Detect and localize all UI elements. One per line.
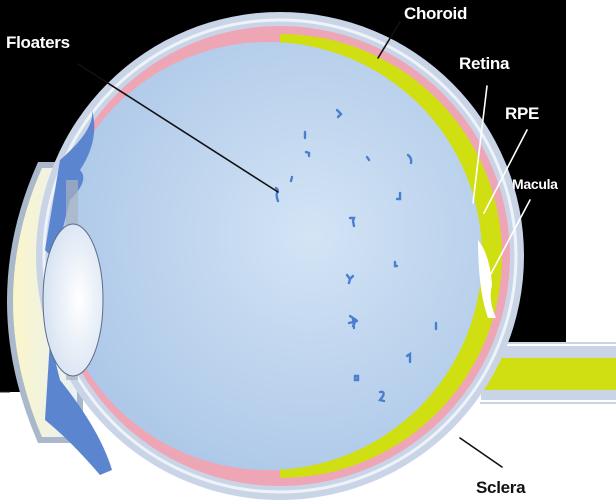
floaters <box>274 108 438 403</box>
lens <box>42 223 104 377</box>
sclera-label: Sclera <box>476 478 526 497</box>
floaters-label: Floaters <box>6 33 70 52</box>
floater-mark <box>347 314 359 330</box>
floater-mark <box>335 108 343 119</box>
retina-label: Retina <box>459 54 510 73</box>
floater-mark <box>304 150 311 158</box>
floater-mark <box>274 186 280 203</box>
floater-mark <box>345 273 355 285</box>
iris-lower <box>45 340 112 475</box>
floater-mark <box>377 390 386 403</box>
floater-mark <box>393 260 399 268</box>
floater-mark <box>289 175 294 183</box>
macula-label: Macula <box>512 176 558 192</box>
floater-mark <box>365 155 371 162</box>
sclera-leader-line <box>459 437 503 468</box>
macula-leader-line <box>484 199 531 286</box>
rpe-leader-line <box>483 129 528 214</box>
macula <box>478 240 496 318</box>
floater-mark <box>406 153 413 165</box>
floater-mark <box>395 191 402 201</box>
vitreous-body <box>54 42 482 470</box>
choroid-leader-line <box>377 21 401 59</box>
floater-mark <box>353 374 360 382</box>
floater-mark <box>405 351 412 364</box>
choroid-label: Choroid <box>404 4 468 23</box>
floaters-leader-line <box>77 63 279 193</box>
rpe-label: RPE <box>505 104 540 123</box>
floater-mark <box>348 216 356 228</box>
retina-leader-line <box>472 85 488 204</box>
